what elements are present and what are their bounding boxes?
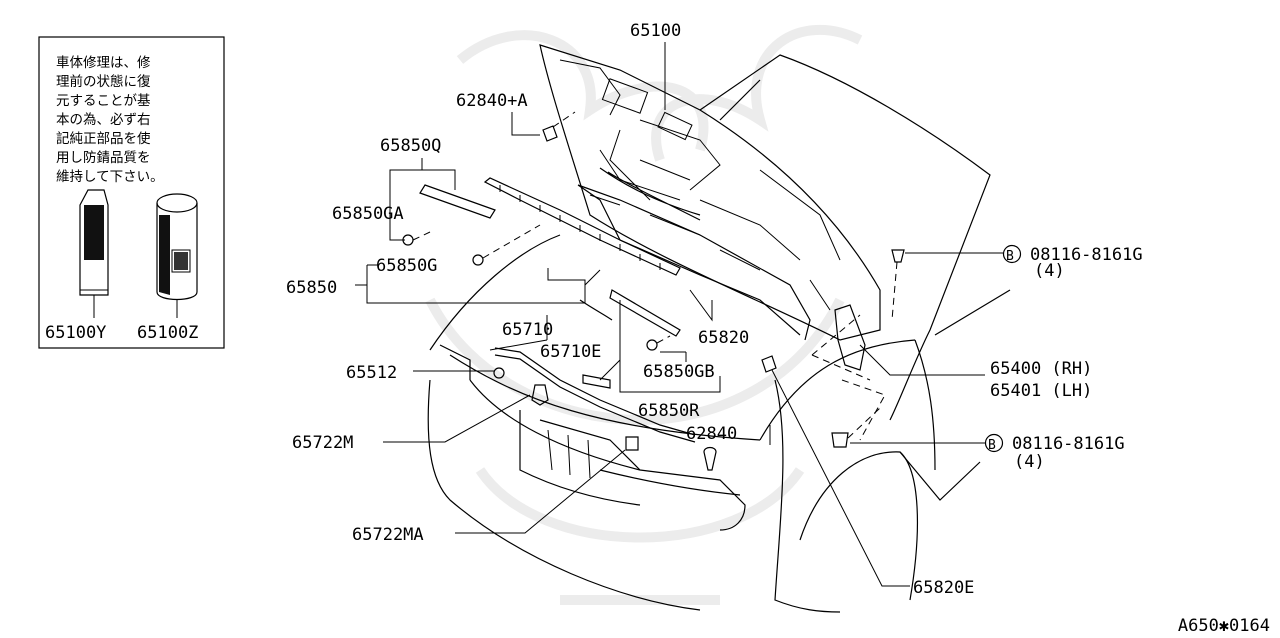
watermark-emblem <box>425 25 863 605</box>
note-line-5: 記純正部品を使 <box>56 130 151 147</box>
label-65100: 65100 <box>630 21 681 41</box>
car-body <box>427 54 1011 613</box>
label-62840a: 62840+A <box>456 91 528 111</box>
label-65722ma: 65722MA <box>352 525 424 545</box>
note-line-4: 本の為、必ず右 <box>56 112 151 128</box>
label-65710e: 65710E <box>540 342 601 362</box>
label-65850g: 65850G <box>376 256 437 276</box>
note-line-2: 理前の状態に復 <box>56 73 151 90</box>
note-line-7: 維持して下さい。 <box>56 169 164 185</box>
leader-lines <box>355 42 1003 587</box>
label-65100z: 65100Z <box>137 323 198 343</box>
label-65100y: 65100Y <box>45 323 106 343</box>
bolt-callout-top: B 08116-8161G (4) <box>1002 244 1143 281</box>
anticorrosion-note-box: 車体修理は、修 理前の状態に復 元することが基 本の為、必ず右 記純正部品を使 … <box>38 36 225 349</box>
label-65850gb: 65850GB <box>643 362 715 382</box>
label-65850r: 65850R <box>638 401 700 421</box>
label-65722m: 65722M <box>292 433 353 453</box>
note-line-6: 用し防錆品質を <box>56 149 151 166</box>
label-65710: 65710 <box>502 320 553 340</box>
fasteners <box>402 111 905 471</box>
spray-can-icon <box>156 193 198 318</box>
diagram-reference-id: A650✱0164 <box>1177 616 1270 636</box>
bolt-mark-bottom: B <box>988 438 996 453</box>
hood-seal-strips <box>419 177 681 337</box>
label-65820: 65820 <box>698 328 749 348</box>
label-65850: 65850 <box>286 278 337 298</box>
bolt-callout-bottom: B 08116-8161G (4) <box>984 433 1125 472</box>
label-65850q: 65850Q <box>380 136 441 156</box>
label-62840: 62840 <box>686 424 737 444</box>
sealant-tube-icon <box>79 189 109 318</box>
hood-seal <box>577 167 811 341</box>
label-bolt-top-qty: (4) <box>1034 261 1065 281</box>
label-bolt-top: 08116-8161G <box>1030 245 1143 265</box>
label-bolt-bottom-qty: (4) <box>1014 452 1045 472</box>
label-bolt-bottom: 08116-8161G <box>1012 434 1125 454</box>
hood-hinge <box>811 304 886 441</box>
note-line-3: 元することが基 <box>56 92 151 109</box>
label-65850ga: 65850GA <box>332 204 404 224</box>
label-65512: 65512 <box>346 363 397 383</box>
note-line-1: 車体修理は、修 <box>56 55 151 71</box>
label-65400: 65400 (RH) <box>990 359 1092 379</box>
bolt-mark-top: B <box>1006 249 1014 264</box>
label-65401: 65401 (LH) <box>990 381 1092 401</box>
label-65820e: 65820E <box>913 578 974 598</box>
part-labels: 65100 62840+A 65850Q 65850GA 65850G 6585… <box>286 21 1092 598</box>
